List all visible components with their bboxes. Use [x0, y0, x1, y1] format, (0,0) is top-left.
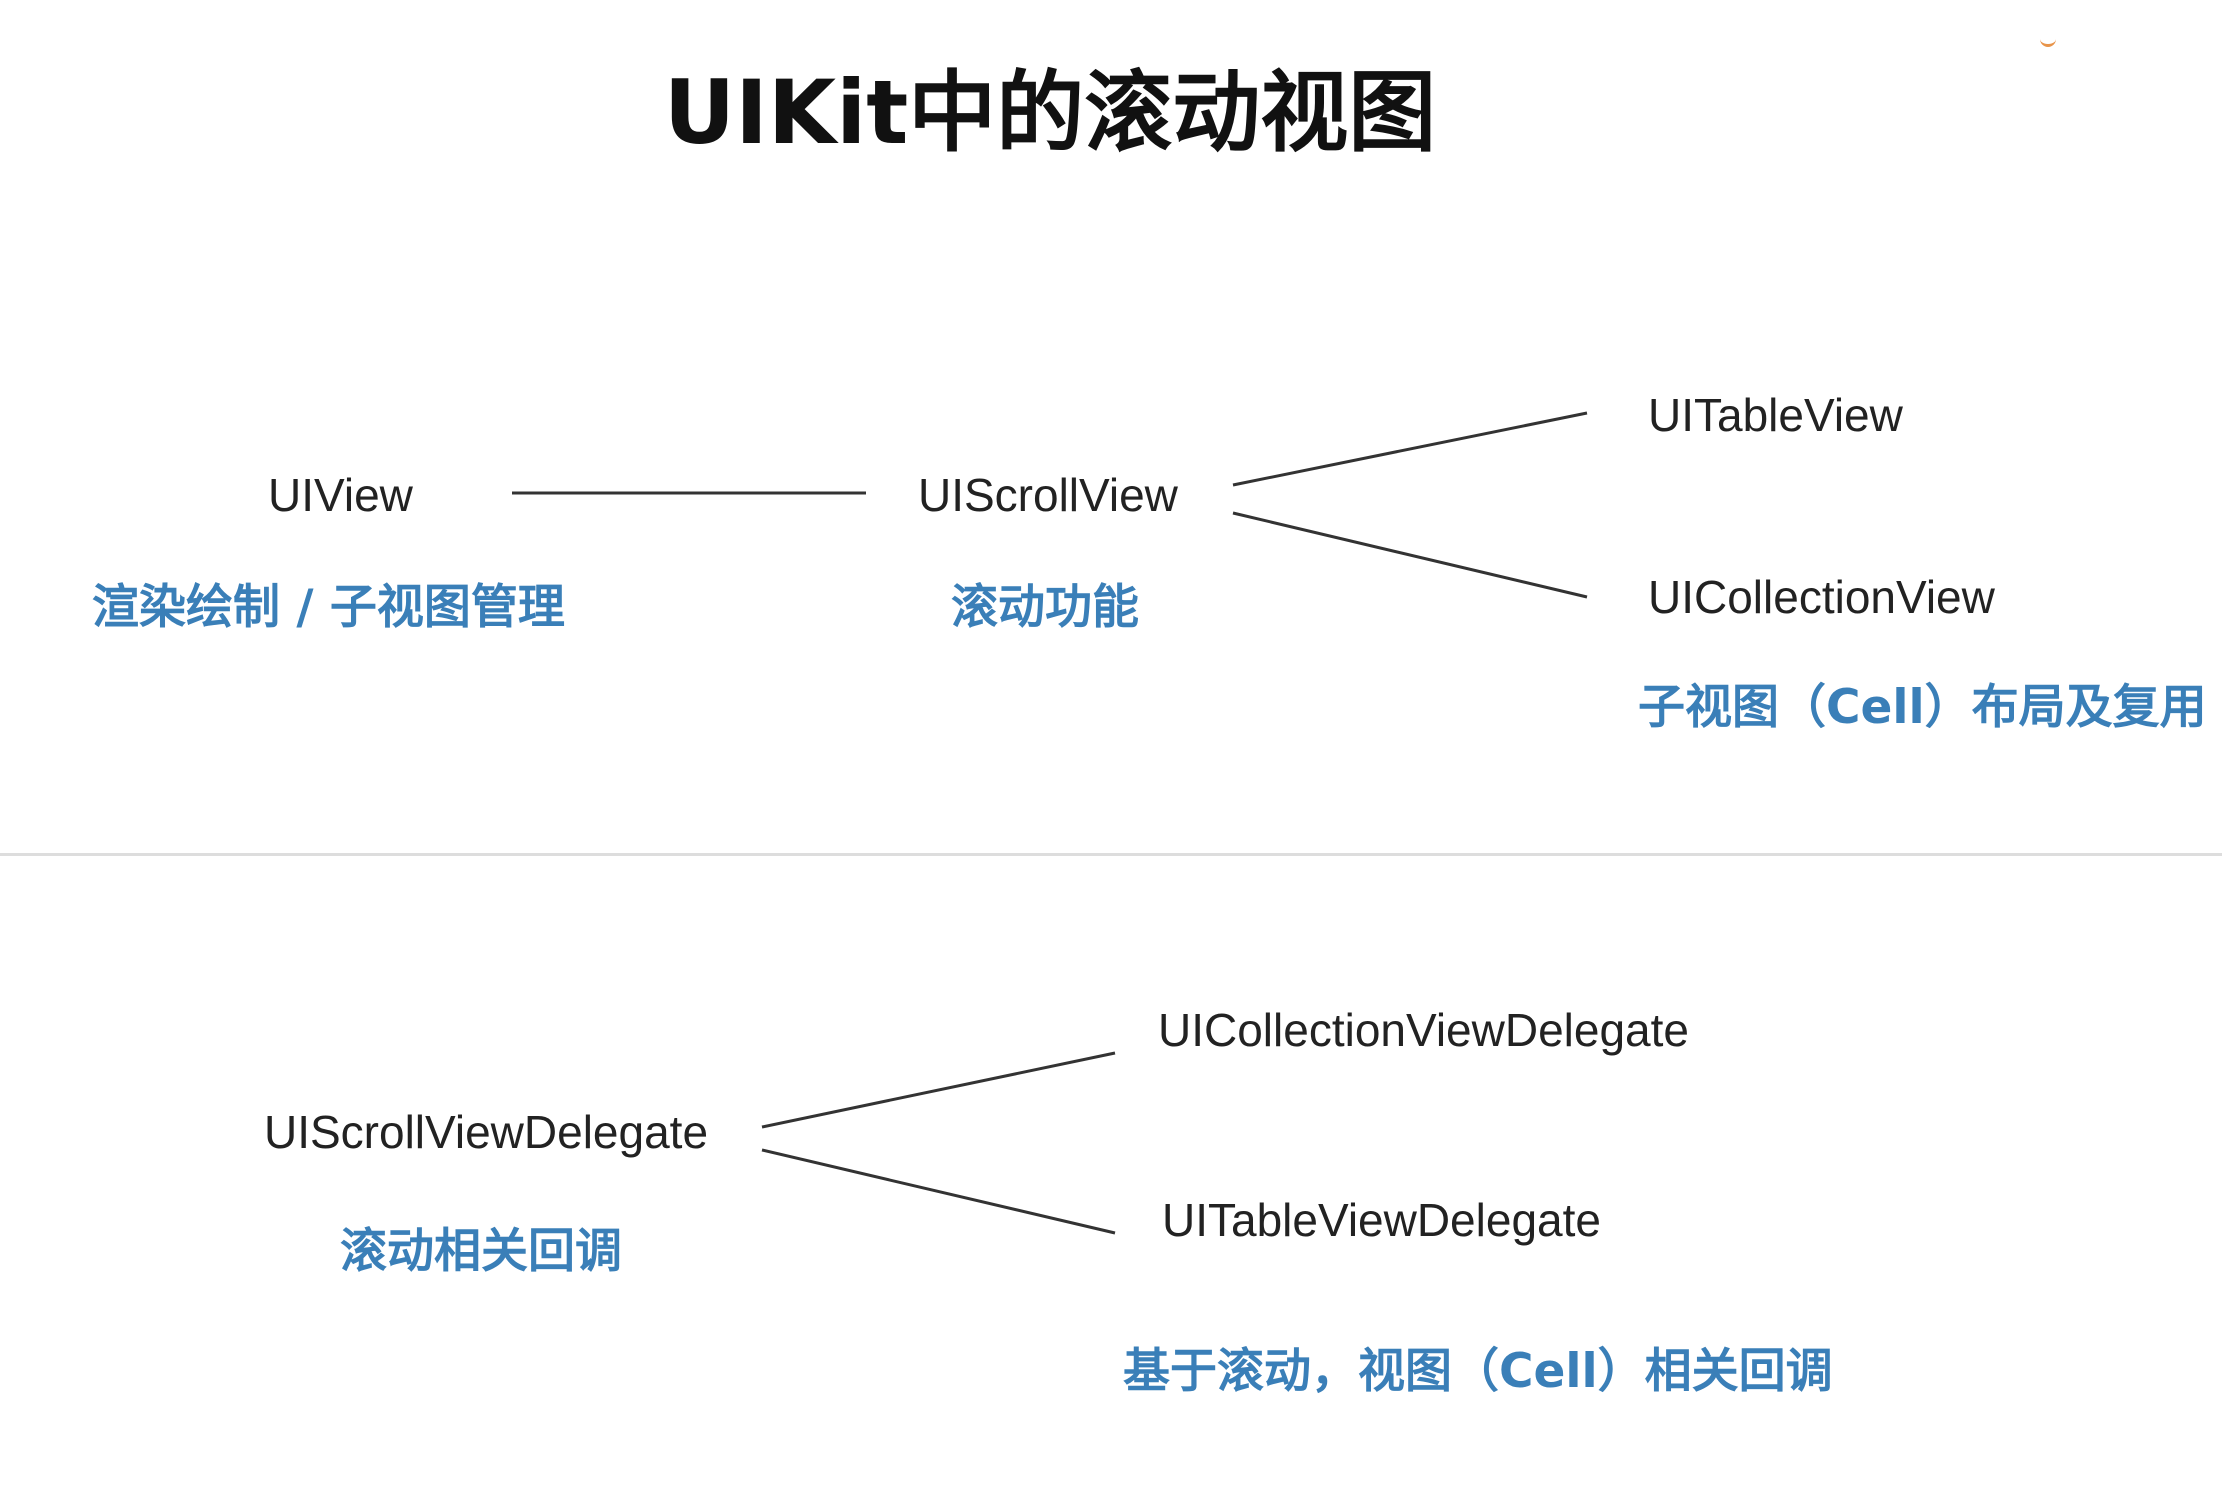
- connector-scrollview-collectionview: [1232, 511, 1588, 599]
- desc-uicollectionview: 子视图（Cell）布局及复用: [1638, 680, 2207, 735]
- page-title: UIKit中的滚动视图: [663, 61, 1437, 164]
- node-uitableview: UITableView: [1648, 389, 1903, 441]
- corner-mark: [2040, 38, 2056, 47]
- connector-scrollview-tableview: [1232, 411, 1588, 487]
- node-uicollectionviewdelegate: UICollectionViewDelegate: [1158, 1004, 1689, 1056]
- node-uiview: UIView: [268, 469, 413, 521]
- desc-uiscrollview: 滚动功能: [951, 580, 1139, 635]
- section-divider: [0, 853, 2222, 856]
- desc-uiscrollviewdelegate: 滚动相关回调: [340, 1224, 622, 1279]
- connector-scrolldelegate-collectiondelegate: [761, 1051, 1116, 1129]
- node-uicollectionview: UICollectionView: [1648, 571, 1995, 623]
- connector-scrolldelegate-tabledelegate: [761, 1148, 1116, 1235]
- node-uiscrollview: UIScrollView: [918, 469, 1178, 521]
- node-uitableviewdelegate: UITableViewDelegate: [1162, 1194, 1601, 1246]
- desc-delegates-shared: 基于滚动，视图（Cell）相关回调: [1123, 1344, 1833, 1399]
- desc-uiview: 渲染绘制 / 子视图管理: [92, 580, 565, 635]
- node-uiscrollviewdelegate: UIScrollViewDelegate: [264, 1106, 709, 1158]
